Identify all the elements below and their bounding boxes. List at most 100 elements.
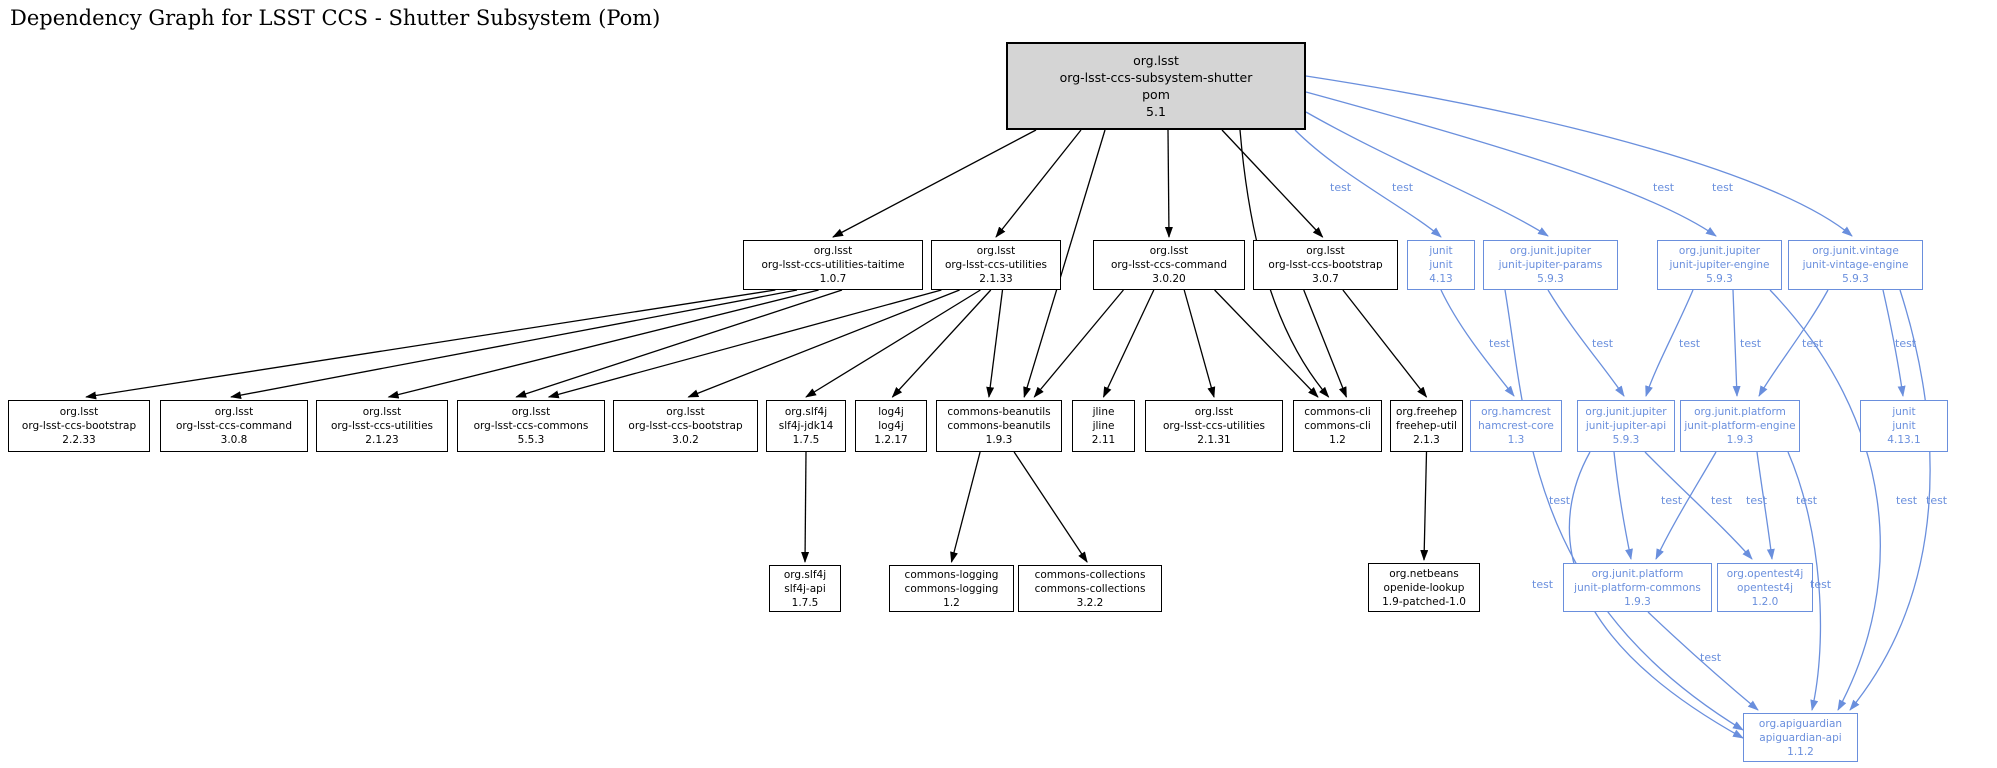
edge-boot307-freehep [1342, 289, 1428, 398]
edge-junit413-hamcrest [1440, 289, 1515, 397]
node-label-line: 5.5.3 [517, 434, 545, 446]
node-label-line: 1.3 [1507, 434, 1525, 446]
edge-pcommons-apiguardian [1647, 611, 1759, 711]
edge-scope-label: test [1330, 181, 1352, 194]
node-label-line: commons-collections [1034, 582, 1146, 595]
node-label-line: 3.0.2 [672, 434, 699, 446]
node-label-line: 1.1.2 [1787, 745, 1814, 758]
node-label-line: junit-platform-engine [1684, 420, 1796, 432]
node-label-line: org-lsst-ccs-command [176, 420, 292, 432]
node-label-line: 1.2 [943, 596, 960, 609]
edge-scope-label: test [1896, 494, 1918, 507]
node-label-line: org.hamcrest [1481, 406, 1551, 418]
edge-root-jengine [1305, 91, 1717, 237]
node-label-line: org.junit.jupiter [1678, 245, 1761, 257]
edge-scope-label: test [1392, 181, 1414, 194]
edge-util33-slf4jdk [805, 289, 981, 398]
edge-scope-label: test [1711, 494, 1733, 507]
node-label-line: commons-cli [1304, 420, 1371, 432]
node-label-line: jline [1092, 420, 1115, 432]
node-label-line: 1.7.5 [792, 434, 820, 446]
node-label-line: org.junit.platform [1694, 406, 1786, 418]
node-label-line: commons-logging [904, 582, 999, 595]
node-label-line: 1.9.3 [985, 434, 1013, 446]
node-label-line: org-lsst-ccs-bootstrap [1268, 259, 1383, 271]
node-label-line: org.lsst [511, 406, 551, 418]
node-label-line: 5.9.3 [1537, 273, 1564, 285]
edge-taitime-commons553 [515, 289, 843, 398]
node-label-line: org.junit.jupiter [1585, 406, 1667, 418]
node-label-line: commons-cli [1304, 406, 1371, 418]
node-label-line: openide-lookup [1383, 581, 1465, 594]
node-label-line: 2.1.33 [979, 273, 1013, 285]
edge-taitime-cmd308 [230, 289, 798, 400]
node-label-line: org.opentest4j [1726, 567, 1804, 580]
node-label-line: org.lsst [1133, 53, 1179, 68]
edge-vintage-apiguardian [1849, 289, 1931, 711]
edge-jengine-japi [1645, 289, 1694, 397]
edge-root-taitime [832, 129, 1037, 238]
node-label-line: 2.1.3 [1413, 434, 1440, 446]
node-label-line: 5.1 [1146, 104, 1166, 119]
node-label-line: org.lsst [1149, 245, 1189, 257]
node-label-line: org-lsst-ccs-command [1111, 259, 1227, 271]
edge-jengine-pengine [1732, 289, 1741, 397]
node-label-line: 1.9-patched-1.0 [1382, 595, 1466, 608]
node-label-line: hamcrest-core [1478, 420, 1554, 432]
edge-slf4jdk-slfapi [801, 451, 810, 563]
edge-vintage-pengine [1758, 289, 1829, 397]
node-label-line: jline [1092, 406, 1115, 418]
page-title: Dependency Graph for LSST CCS - Shutter … [10, 6, 661, 30]
node-label-line: org.lsst [214, 406, 254, 418]
node-label-line: 2.1.23 [365, 434, 399, 446]
node-label-line: org.slf4j [784, 406, 828, 418]
node-label-line: slf4j-jdk14 [778, 420, 834, 432]
node-label-line: junit-jupiter-api [1585, 420, 1667, 432]
node-label-line: 5.9.3 [1612, 434, 1640, 446]
node-label-line: 1.2.17 [874, 434, 908, 446]
edge-util33-commons553 [547, 289, 942, 399]
edge-taitime-util2123 [387, 289, 819, 399]
node-label-line: 2.2.33 [62, 434, 96, 446]
node-label-line: 2.1.31 [1197, 434, 1231, 446]
node-label-line: slf4j-api [784, 582, 826, 595]
node-label-line: org.netbeans [1389, 567, 1459, 580]
edge-root-util33 [995, 129, 1082, 238]
node-label-line: org.slf4j [783, 568, 827, 581]
node-label-line: junit-jupiter-engine [1669, 259, 1770, 271]
node-label-line: org-lsst-ccs-utilities [330, 420, 434, 432]
edge-scope-label: test [1926, 494, 1948, 507]
node-label-line: org.junit.jupiter [1509, 245, 1592, 257]
edge-scope-label: test [1810, 578, 1832, 591]
node-label-line: 3.2.2 [1076, 596, 1104, 609]
edge-scope-label: test [1746, 494, 1768, 507]
node-label-line: org.lsst [976, 245, 1016, 257]
node-label-line: 1.7.5 [791, 596, 819, 609]
node-label-line: commons-collections [1034, 568, 1146, 581]
node-label-line: 1.2 [1329, 434, 1346, 446]
edge-scope-label: test [1549, 494, 1571, 507]
node-label-line: apiguardian-api [1759, 731, 1842, 744]
edge-japi-pcommons [1613, 451, 1633, 560]
node-label-line: 4.13 [1429, 273, 1453, 285]
edge-scope-label: test [1532, 578, 1554, 591]
edge-util33-boot302 [687, 289, 960, 398]
node-label-line: 3.0.8 [220, 434, 248, 446]
